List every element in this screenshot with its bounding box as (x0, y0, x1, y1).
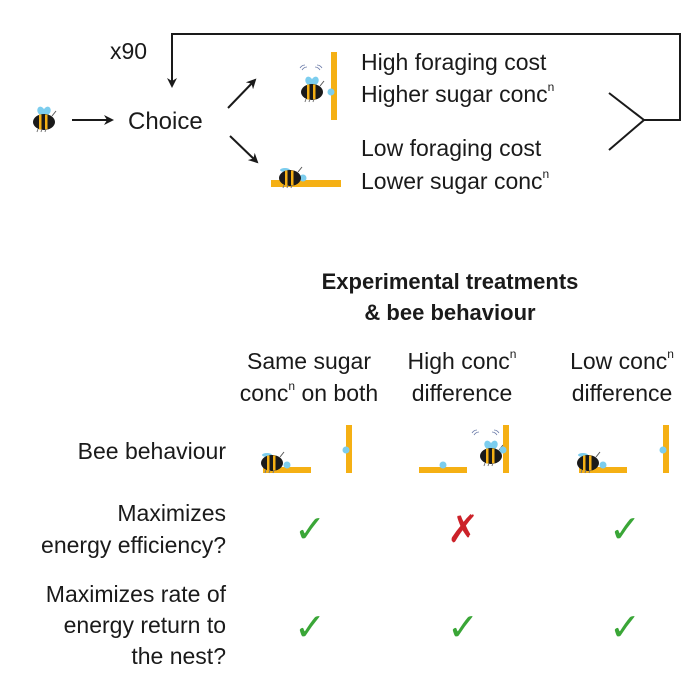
hovering-bee-icon (299, 64, 325, 103)
repeat-loop-arrow (167, 33, 681, 121)
behaviour-low-diff (576, 425, 669, 474)
row-label-rate: Maximizes rate of (45, 581, 226, 607)
horizontal-flower-bar (271, 180, 341, 187)
table-title-line2: & bee behaviour (364, 300, 536, 325)
check-icon: ✓ (609, 509, 641, 551)
col-header-low-line2: difference (571, 380, 673, 406)
start-bee-icon (32, 105, 57, 133)
row-label-behaviour: Bee behaviour (77, 438, 226, 464)
check-icon: ✓ (294, 607, 326, 649)
low-cost-label: Low foraging cost (361, 135, 542, 161)
nectar-drop (299, 174, 307, 182)
nectar-drop (327, 88, 335, 96)
repeat-label: x90 (110, 38, 148, 64)
choice-label: Choice (128, 108, 203, 135)
col-header-same: Same sugar (246, 348, 372, 374)
row-label-efficiency-2: energy efficiency? (41, 532, 226, 558)
low-sugar-label: Lower sugar concn (361, 167, 550, 194)
check-icon: ✓ (447, 607, 479, 649)
table-title-line1: Experimental treatments (321, 269, 579, 294)
behaviour-high-diff (419, 425, 509, 473)
high-cost-label: High foraging cost (361, 49, 547, 75)
row-label-efficiency: Maximizes (117, 500, 226, 526)
row-label-rate-2: energy return to (63, 612, 226, 638)
col-header-high: High concn (407, 347, 517, 374)
col-header-low: Low concn (570, 347, 674, 374)
arrow-to-high (227, 78, 257, 109)
col-header-same-line2: concn on both (239, 379, 379, 406)
vertical-flower-bar (331, 52, 337, 120)
row-label-rate-3: the nest? (131, 643, 226, 669)
behaviour-same-conc (260, 425, 352, 474)
col-header-high-line2: difference (411, 380, 513, 406)
check-icon: ✓ (294, 509, 326, 551)
bracket (608, 92, 646, 151)
cross-icon: ✗ (447, 509, 479, 551)
check-icon: ✓ (609, 607, 641, 649)
high-sugar-label: Higher sugar concn (361, 80, 555, 107)
arrow-to-low (229, 135, 259, 164)
